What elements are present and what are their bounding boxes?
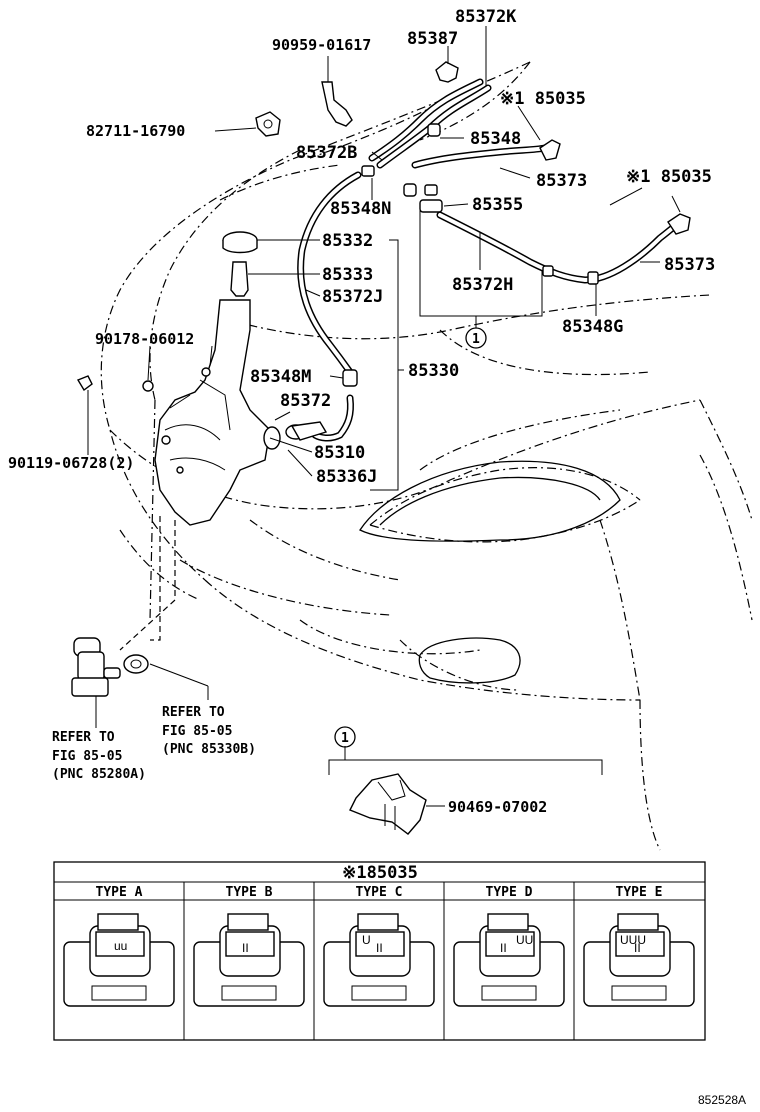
washer-tank [154, 299, 271, 526]
label-85387: 85387 [407, 29, 458, 49]
type-table: ※185035 TYPE A TYPE B TYPE C TYPE D TYPE… [53, 861, 706, 1041]
label-85373-top: 85373 [536, 171, 587, 191]
label-85348N: 85348N [330, 199, 391, 219]
label-82711-16790: 82711-16790 [86, 122, 185, 140]
filler-neck-85333 [230, 261, 249, 297]
callout-1-upper: 1 [472, 332, 480, 347]
label-90469-07002: 90469-07002 [448, 798, 547, 816]
figure-code: 852528A [698, 1093, 746, 1107]
callout-circles: 1 1 [334, 327, 487, 748]
label-85372K: 85372K [455, 7, 517, 27]
label-85372B: 85372B [296, 143, 357, 163]
svg-text:II: II [376, 941, 383, 955]
leader-lines [87, 26, 681, 807]
bracket-90469 [349, 773, 427, 835]
headlight-outline [359, 460, 621, 542]
table-title: ※185035 [342, 863, 418, 883]
svg-text:U: U [362, 933, 371, 947]
refer-note-left: REFER TO FIG 85-05 (PNC 85280A) [52, 730, 146, 782]
label-85310: 85310 [314, 443, 365, 463]
label-85035-right: ※1 85035 [626, 167, 712, 187]
refer-right-line3: (PNC 85330B) [162, 742, 256, 757]
clip-82711 [255, 111, 281, 137]
fog-lamp-outline [418, 637, 521, 684]
label-85330: 85330 [408, 361, 459, 381]
nozzle-type-c-drawing: U II [323, 913, 435, 1007]
label-85333: 85333 [322, 265, 373, 285]
svg-text:II: II [634, 941, 641, 955]
svg-text:UUU: UUU [620, 933, 646, 947]
label-90119-06728: 90119-06728(2) [8, 454, 134, 472]
car-body-outline [100, 61, 753, 851]
cap-85332 [222, 231, 258, 254]
svg-text:uu: uu [114, 939, 127, 953]
connectors [342, 123, 599, 387]
type-c-header: TYPE C [356, 885, 403, 900]
label-85336J: 85336J [316, 467, 377, 487]
type-b-header: TYPE B [226, 885, 273, 900]
svg-text:II: II [500, 941, 507, 955]
label-85348: 85348 [470, 129, 521, 149]
nozzle-85035-right [539, 139, 691, 235]
refer-left-line3: (PNC 85280A) [52, 767, 146, 782]
washer-motor-85280 [71, 637, 121, 697]
refer-left-line1: REFER TO [52, 730, 115, 745]
label-85332: 85332 [322, 231, 373, 251]
clip-90959 [321, 61, 459, 127]
refer-right-line1: REFER TO [162, 705, 225, 720]
type-a-header: TYPE A [96, 885, 143, 900]
label-85372: 85372 [280, 391, 331, 411]
label-85348M: 85348M [250, 367, 311, 387]
type-e-header: TYPE E [616, 885, 663, 900]
bolts [76, 367, 211, 392]
label-90959-01617: 90959-01617 [272, 36, 371, 54]
grommet-85330b [123, 654, 149, 674]
refer-right-line2: FIG 85-05 [162, 724, 232, 739]
callout-1-lower: 1 [341, 731, 349, 746]
label-85348G: 85348G [562, 317, 623, 337]
label-85035-top: ※1 85035 [500, 89, 586, 109]
nozzle-type-a-drawing: uu [63, 913, 175, 1007]
type-d-header: TYPE D [486, 885, 533, 900]
svg-text:UU: UU [516, 933, 533, 947]
nozzle-type-d-drawing: UU II [453, 913, 565, 1007]
refer-note-right: REFER TO FIG 85-05 (PNC 85330B) [162, 705, 256, 757]
label-85373-right: 85373 [664, 255, 715, 275]
nozzle-type-e-drawing: UUU II [583, 913, 695, 1007]
nozzle-type-b-drawing: II [193, 913, 305, 1007]
label-90178-06012: 90178-06012 [95, 330, 194, 348]
part-labels: 85372K 90959-01617 85387 ※1 85035 82711-… [8, 7, 715, 816]
label-85372J: 85372J [322, 287, 383, 307]
refer-left-line2: FIG 85-05 [52, 749, 122, 764]
label-85372H: 85372H [452, 275, 513, 295]
svg-text:II: II [242, 941, 249, 955]
label-85355: 85355 [472, 195, 523, 215]
pump-85310 [263, 421, 328, 450]
